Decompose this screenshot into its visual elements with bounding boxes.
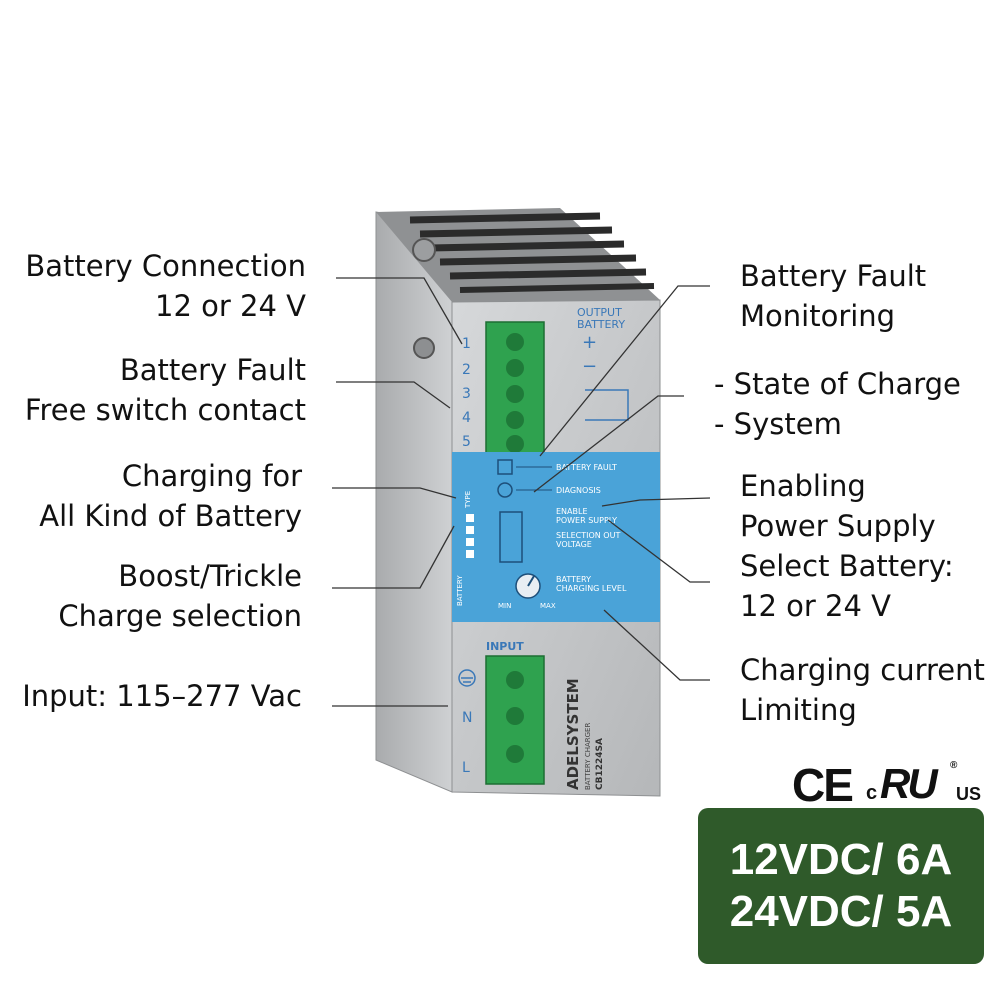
output-label: OUTPUT xyxy=(577,306,622,319)
battery-label: BATTERY xyxy=(577,318,625,331)
leader-enabling xyxy=(601,497,711,507)
selector-window xyxy=(499,511,523,563)
label-line: 12 or 24 V xyxy=(740,589,891,623)
min-text: MIN xyxy=(498,602,511,610)
leader-battery-fault-monitoring xyxy=(539,285,710,457)
input-label: INPUT xyxy=(486,640,524,653)
selection-text-1: SELECTION OUT xyxy=(556,531,620,540)
pin-4: 4 xyxy=(462,410,471,426)
label-line: Free switch contact xyxy=(24,393,306,427)
label-line: Enabling xyxy=(740,469,866,503)
pin-3: 3 xyxy=(462,386,471,402)
pin-1: 1 xyxy=(462,336,471,352)
label-line: Battery Connection xyxy=(25,249,306,283)
input-pin-l: L xyxy=(462,760,470,776)
enable-text-1: ENABLE xyxy=(556,507,588,516)
battery-type-dip-switches xyxy=(466,514,474,558)
control-panel xyxy=(452,452,660,622)
spec-line-24v: 24VDC/ 5A xyxy=(729,887,953,936)
brand-text: ADELSYSTEM xyxy=(564,678,582,790)
battery-fault-led xyxy=(497,459,513,475)
output-terminal-screws xyxy=(506,333,524,453)
label-battery-fault-contact: Battery Fault Free switch contact xyxy=(25,350,306,430)
label-charging-battery-type: Charging for All Kind of Battery xyxy=(39,456,302,536)
label-line: 12 or 24 V xyxy=(155,289,306,323)
leader-charging-type xyxy=(332,487,457,499)
label-line: Power Supply xyxy=(740,509,936,543)
leader-state-of-charge xyxy=(533,395,684,493)
input-pin-n: N xyxy=(462,710,472,726)
max-text: MAX xyxy=(540,602,556,610)
label-battery-connection: Battery Connection 12 or 24 V xyxy=(25,246,306,326)
input-terminal-screws xyxy=(506,671,524,763)
plus-symbol: + xyxy=(582,332,597,353)
label-line: Charging for xyxy=(121,459,302,493)
relay-symbol xyxy=(585,389,629,421)
label-line: Monitoring xyxy=(740,299,896,333)
c-mark: c xyxy=(866,782,878,804)
label-line: Battery Fault xyxy=(119,353,306,387)
label-battery-fault-monitoring: Battery Fault Monitoring xyxy=(740,256,926,336)
leader-battery-connection xyxy=(336,277,463,345)
us-mark: US xyxy=(956,784,982,804)
leader-select-battery xyxy=(607,519,710,583)
label-line: Charging current xyxy=(740,653,985,687)
label-input-voltage: Input: 115–277 Vac xyxy=(22,676,302,716)
leader-boost-trickle xyxy=(332,525,455,589)
label-state-of-charge: - State of Charge - System xyxy=(714,364,961,444)
charging-text-1: BATTERY xyxy=(556,575,591,584)
earth-ground-icon xyxy=(458,669,476,687)
pin-5: 5 xyxy=(462,434,471,450)
ul-recognized-icon: RU xyxy=(880,760,938,807)
label-line: Charge selection xyxy=(58,599,302,633)
sub-brand-text: BATTERY CHARGER xyxy=(584,723,592,790)
label-boost-trickle: Boost/Trickle Charge selection xyxy=(58,556,302,636)
registered-mark: ® xyxy=(950,760,958,771)
label-line: Limiting xyxy=(740,693,857,727)
battery-type-text: BATTERY xyxy=(456,575,464,606)
selection-text-2: VOLTAGE xyxy=(556,540,592,549)
top-screw xyxy=(412,238,436,262)
label-line: Boost/Trickle xyxy=(118,559,302,593)
enable-text-2: POWER SUPPLY xyxy=(556,516,617,525)
label-line: Battery Fault xyxy=(740,259,927,293)
model-text: CB1224SA xyxy=(595,738,605,790)
diagnosis-text: DIAGNOSIS xyxy=(556,486,601,495)
battery-fault-text: BATTERY FAULT xyxy=(556,463,617,472)
leader-battery-fault-contact xyxy=(336,381,451,409)
minus-symbol: − xyxy=(582,356,597,377)
spec-badge: 12VDC/ 6A 24VDC/ 5A xyxy=(698,808,984,964)
spec-line-12v: 12VDC/ 6A xyxy=(729,835,953,884)
label-line: - System xyxy=(714,407,842,441)
heatsink-fins xyxy=(409,212,655,293)
ce-mark-icon: CE xyxy=(792,759,854,811)
label-enabling-select-battery: Enabling Power Supply Select Battery: 12… xyxy=(740,466,954,626)
pin-2: 2 xyxy=(462,362,471,378)
leader-charging-current xyxy=(603,609,710,681)
label-line: Input: 115–277 Vac xyxy=(22,679,302,713)
label-line: - State of Charge xyxy=(714,367,961,401)
label-line: All Kind of Battery xyxy=(39,499,302,533)
charging-text-2: CHARGING LEVEL xyxy=(556,584,627,593)
label-charging-current: Charging current Limiting xyxy=(740,650,985,730)
diagnosis-led xyxy=(497,482,513,498)
side-screw xyxy=(413,337,435,359)
type-text: TYPE xyxy=(464,491,472,509)
certification-marks: CE c RU ® US xyxy=(790,758,1000,811)
label-line: Select Battery: xyxy=(740,549,954,583)
